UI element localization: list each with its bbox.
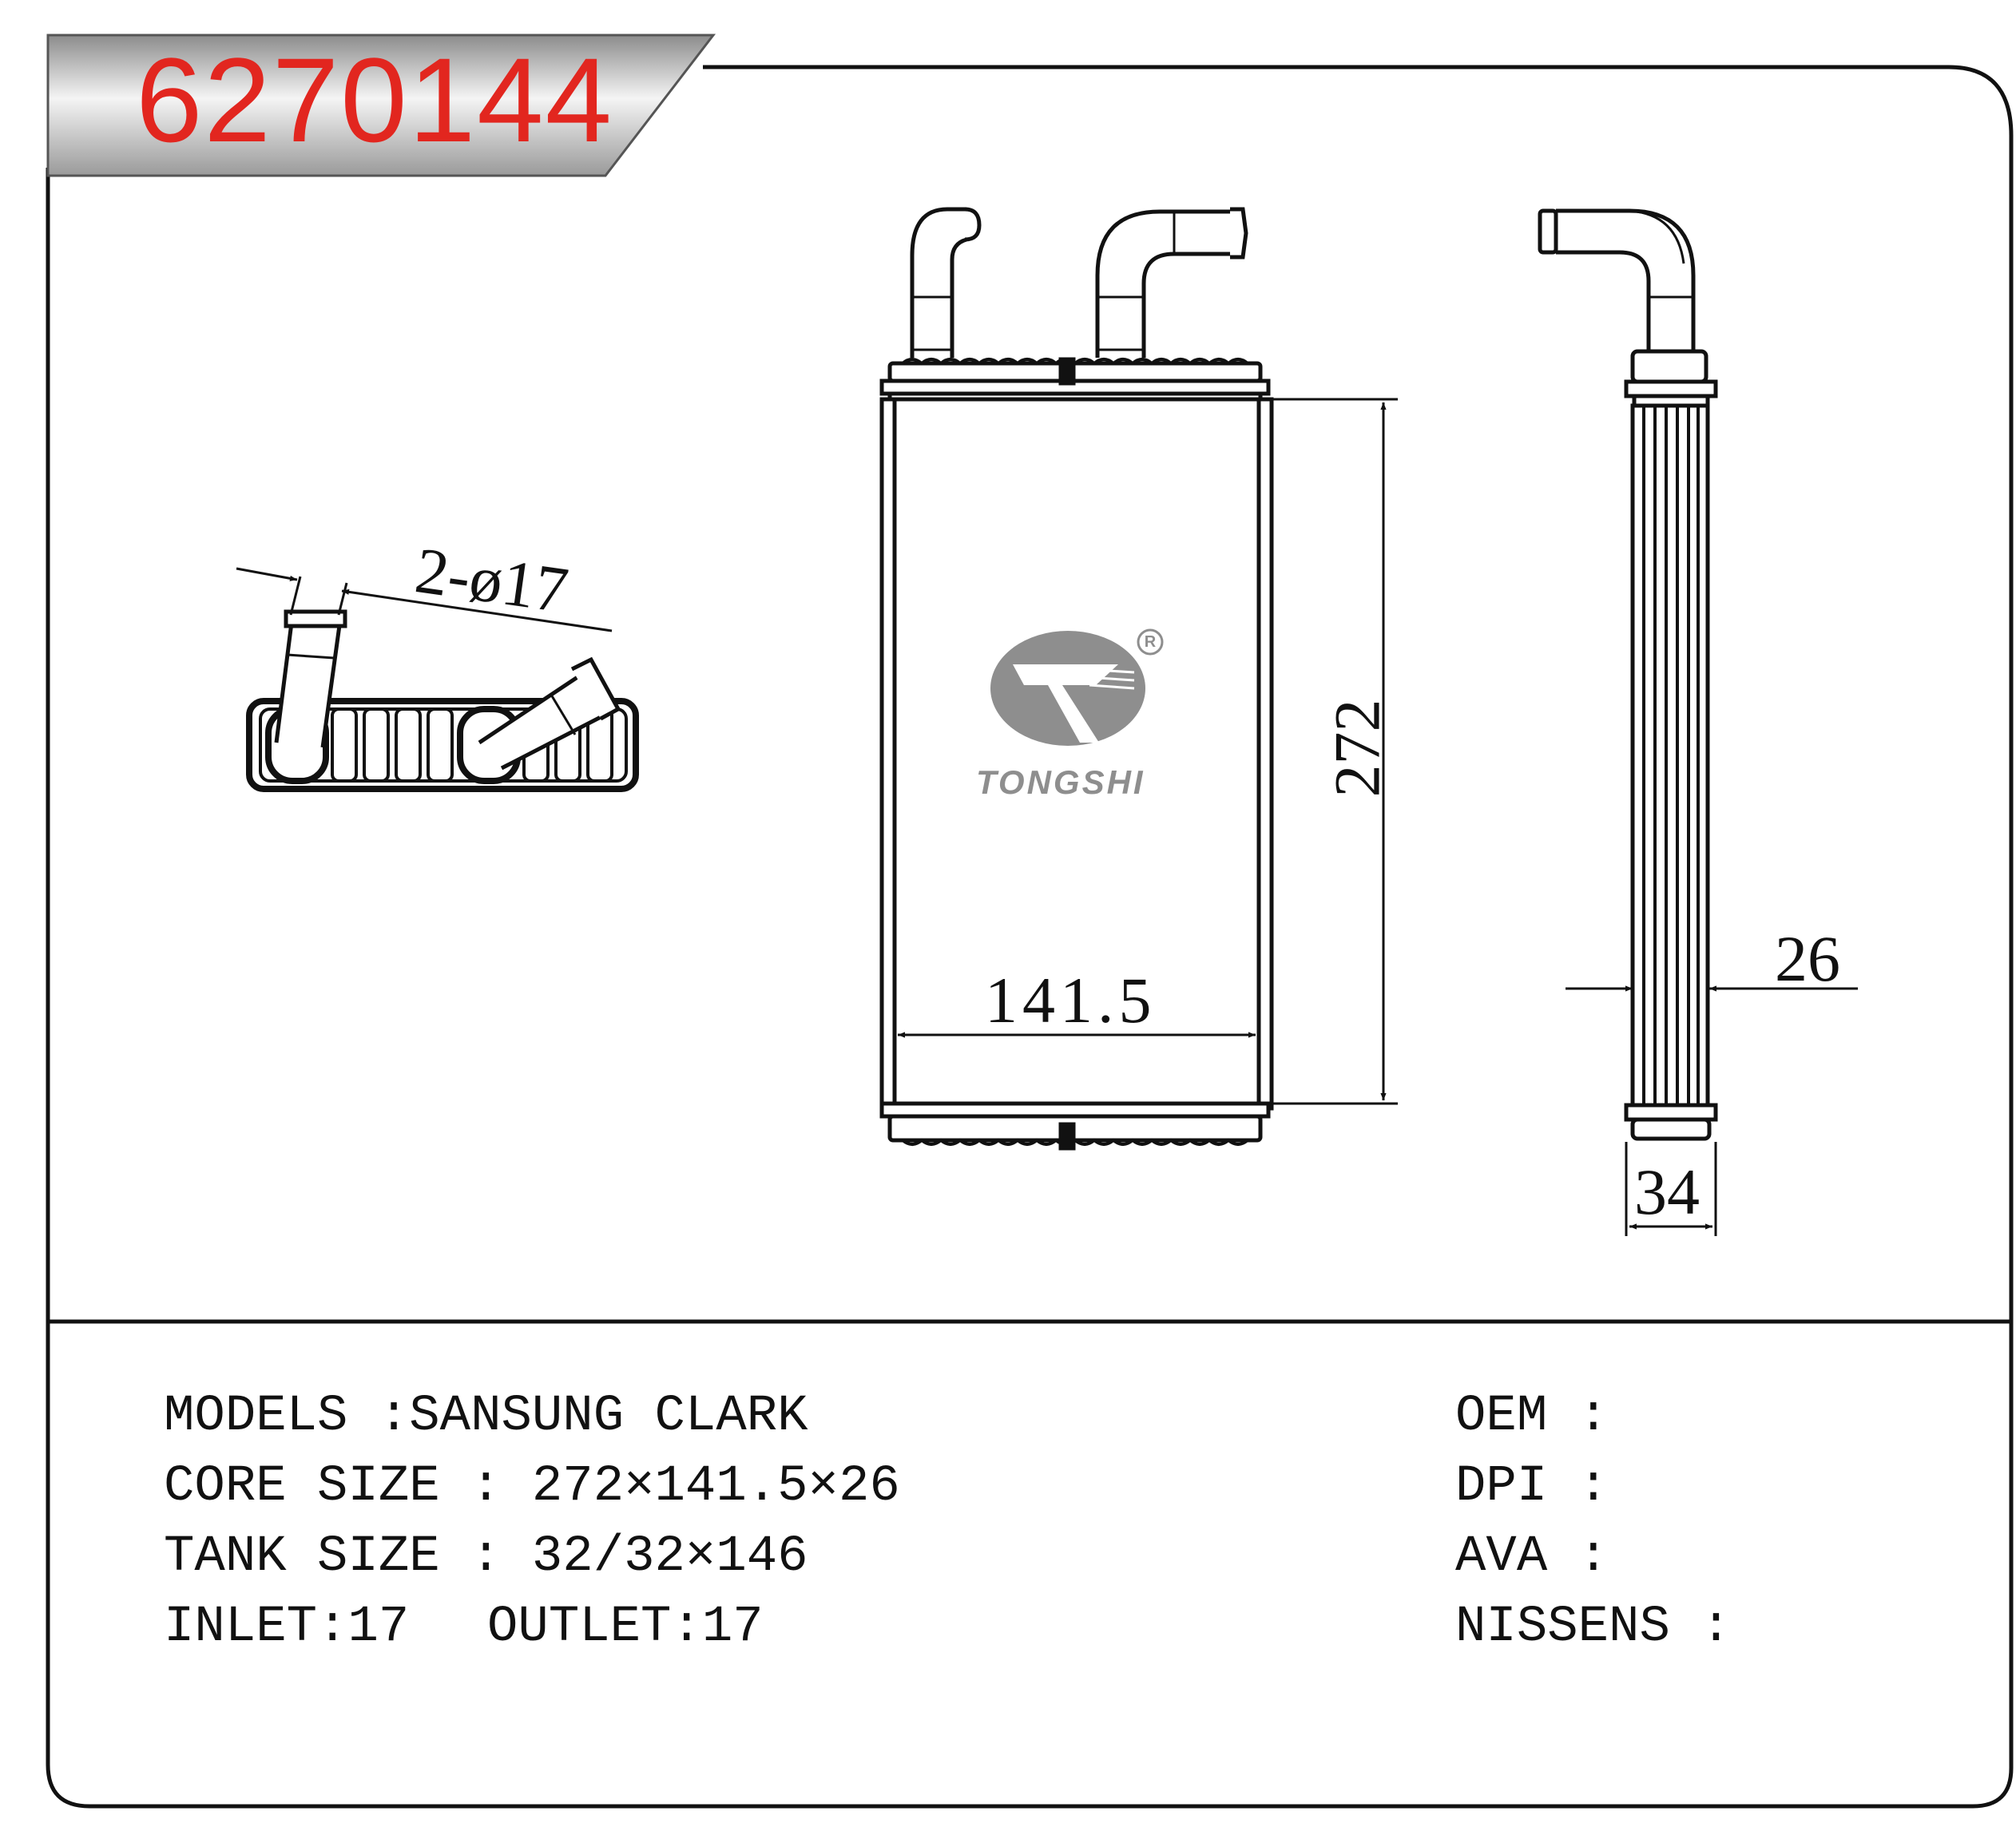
spec-core-size: CORE SIZE : 272×141.5×26 (164, 1458, 900, 1516)
height-dimension-label: 272 (1320, 699, 1394, 798)
spec-models: MODELS :SANSUNG CLARK (164, 1388, 808, 1445)
side-view (1538, 208, 1718, 1141)
front-view (879, 207, 1274, 1151)
tongshi-logo-emblem (990, 628, 1164, 746)
outer-frame (46, 65, 2014, 1809)
overall-thickness-label: 34 (1634, 1155, 1700, 1228)
pipe-diameter-callout (236, 567, 613, 632)
spec-outlet: OUTLET:17 (487, 1599, 764, 1656)
spec-tank-size: TANK SIZE : 32/32×146 (164, 1528, 808, 1586)
height-dimension (1272, 398, 1398, 1105)
width-dimension-label: 141.5 (985, 964, 1157, 1036)
registered-mark: R (1144, 633, 1157, 651)
spec-inlet: INLET:17 (164, 1599, 410, 1656)
brand-name: TONGSHI (976, 763, 1145, 801)
core-thickness-label: 26 (1775, 922, 1840, 995)
spec-dpi: DPI : (1455, 1458, 1609, 1516)
spec-oem: OEM : (1455, 1388, 1609, 1445)
spec-nissens: NISSENS : (1455, 1599, 1732, 1656)
overall-thickness-dimension (1625, 1142, 1717, 1236)
spec-ava: AVA : (1455, 1528, 1609, 1586)
part-number: 6270144 (136, 33, 613, 167)
end-view (246, 609, 639, 792)
part-number-banner (46, 34, 716, 177)
